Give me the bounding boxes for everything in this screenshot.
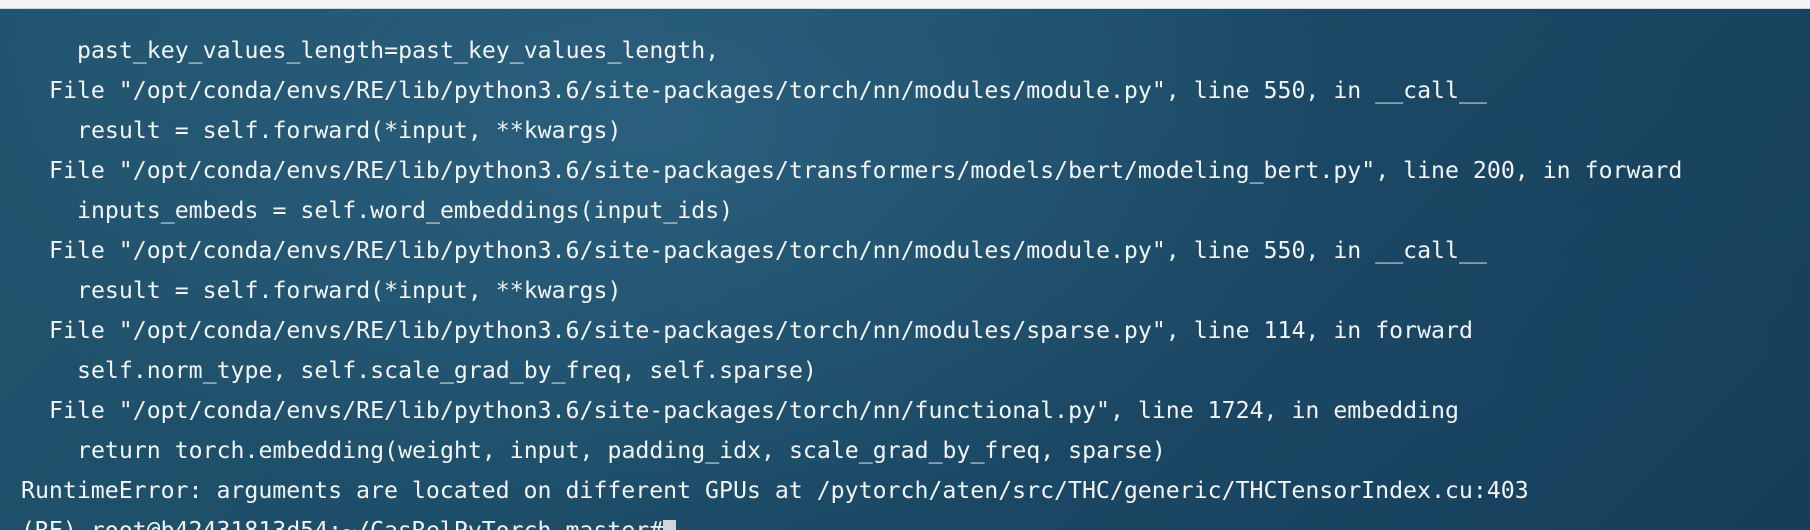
window-top-bar [0,0,1810,9]
code-line: return torch.embedding(weight, input, pa… [77,437,1166,464]
terminal-output[interactable]: past_key_values_length=past_key_values_l… [0,9,1810,530]
traceback-file-line: File "/opt/conda/envs/RE/lib/python3.6/s… [49,77,1487,104]
traceback-file-line: File "/opt/conda/envs/RE/lib/python3.6/s… [49,317,1473,344]
terminal-lines: past_key_values_length=past_key_values_l… [21,31,1682,530]
code-line: past_key_values_length=past_key_values_l… [77,37,720,64]
error-message-line: RuntimeError: arguments are located on d… [21,477,1529,504]
code-line: self.norm_type, self.scale_grad_by_freq,… [77,357,817,384]
shell-prompt: (RE) root@b42431813d54:~/CasRelPyTorch-m… [21,517,663,530]
text-cursor [663,519,677,530]
prompt-line[interactable]: (RE) root@b42431813d54:~/CasRelPyTorch-m… [21,511,1682,530]
code-line: result = self.forward(*input, **kwargs) [77,277,622,304]
code-line: result = self.forward(*input, **kwargs) [77,117,622,144]
traceback-file-line: File "/opt/conda/envs/RE/lib/python3.6/s… [49,237,1487,264]
code-line: inputs_embeds = self.word_embeddings(inp… [77,197,734,224]
traceback-file-line: File "/opt/conda/envs/RE/lib/python3.6/s… [49,397,1459,424]
traceback-file-line: File "/opt/conda/envs/RE/lib/python3.6/s… [49,157,1683,184]
